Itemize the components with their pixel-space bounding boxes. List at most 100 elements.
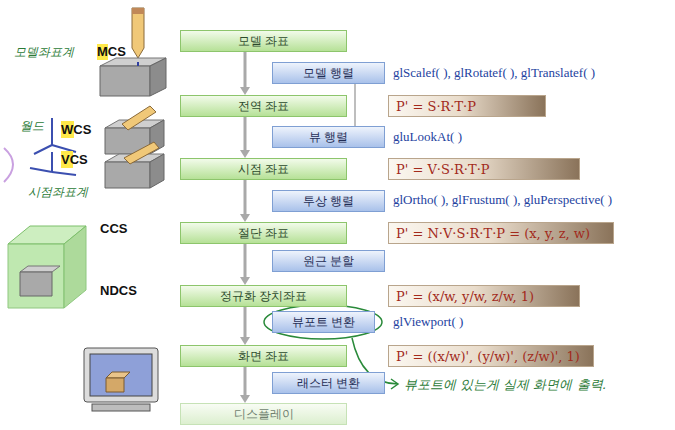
monitor-base <box>92 404 150 411</box>
connector-line <box>244 367 247 396</box>
coord-box: 화면 좌표 <box>180 345 347 367</box>
view-icon <box>4 142 164 188</box>
matrix-box: 뷰포트 변환 <box>272 311 375 333</box>
pencil <box>132 8 144 58</box>
monitor-icon <box>84 348 158 411</box>
formula-bar: P' = ((x/w)', (y/w)', (z/w)', 1) <box>388 345 594 367</box>
matrix-box: 뷰 행렬 <box>272 126 385 148</box>
box-text: P' = S·R·T·P <box>396 99 476 114</box>
function-name: glViewport( ) <box>393 314 463 330</box>
axis <box>52 172 76 175</box>
system-note: 월드 <box>20 118 44 135</box>
monitor-screen <box>90 354 152 396</box>
axis <box>137 62 139 66</box>
clip-cube <box>8 226 86 308</box>
matrix-box: 래스터 변환 <box>272 372 385 394</box>
formula-bar: P' = (x/w, y/w, z/w, 1) <box>388 285 580 307</box>
cube-side <box>64 226 86 308</box>
axis <box>51 152 53 172</box>
box-text: 화면 좌표 <box>238 348 290 365</box>
flow-arrow <box>240 180 250 222</box>
axis <box>30 168 52 172</box>
flow-arrow <box>240 117 250 158</box>
box-text: 래스터 변환 <box>297 375 361 392</box>
function-name: glOrtho( ), glFrustum( ), gluPerspective… <box>393 192 612 208</box>
connector-line <box>244 244 247 278</box>
pencil <box>122 106 156 130</box>
hand-arrowhead <box>391 379 398 389</box>
box-text: P' = (x/w, y/w, z/w, 1) <box>396 289 534 304</box>
box-text: 모델 행렬 <box>303 65 355 82</box>
cube-front <box>8 244 64 308</box>
box-text: 절단 좌표 <box>238 225 290 242</box>
box-top <box>20 266 60 272</box>
box-text: 뷰포트 변환 <box>292 314 356 331</box>
box-text: P' = N·V·S·R·T·P = (x, y, z, w) <box>396 226 590 241</box>
box-text: P' = ((x/w)', (y/w)', (z/w)', 1) <box>396 349 580 364</box>
formula-bar: P' = S·R·T·P <box>388 95 546 117</box>
axis <box>34 145 52 154</box>
flow-arrow <box>240 52 250 95</box>
box-text: P' = V·S·R·T·P <box>396 162 490 177</box>
coord-box: 절단 좌표 <box>180 222 347 244</box>
box-text: 전역 좌표 <box>238 98 290 115</box>
flow-arrow <box>240 307 250 345</box>
box-text: 뷰 행렬 <box>309 129 349 146</box>
axis <box>51 118 53 145</box>
coord-box: 시점 좌표 <box>180 158 347 180</box>
flow-arrow <box>240 367 250 403</box>
box-text: 정규화 장치좌표 <box>220 288 308 305</box>
function-name: gluLookAt( ) <box>393 129 462 145</box>
system-note: 모델좌표계 <box>14 44 74 61</box>
arrowhead <box>240 87 250 95</box>
system-name: CCS <box>100 221 127 236</box>
connector-line <box>244 52 247 88</box>
link-line <box>355 84 356 126</box>
matrix-box: 원근 분할 <box>272 250 385 272</box>
connector-line <box>244 180 247 215</box>
system-name: NDCS <box>100 283 137 298</box>
coord-box: 전역 좌표 <box>180 95 347 117</box>
matrix-box: 모델 행렬 <box>272 62 385 84</box>
hand-circle <box>264 305 382 339</box>
system-name: MCS <box>97 44 126 59</box>
axis <box>52 145 76 152</box>
coord-box: 정규화 장치좌표 <box>180 285 347 307</box>
system-name: WCS <box>61 122 91 137</box>
formula-bar: P' = V·S·R·T·P <box>388 158 580 180</box>
connector-line <box>244 117 247 151</box>
screen-box <box>106 372 130 378</box>
arrowhead <box>240 395 250 403</box>
system-note: 시점좌표계 <box>28 184 88 201</box>
matrix-box: 투상 행렬 <box>272 190 385 212</box>
box-text: 투상 행렬 <box>303 193 355 210</box>
system-name: VCS <box>61 152 88 167</box>
box-front <box>20 272 52 296</box>
coord-box: 모델 좌표 <box>180 30 347 52</box>
box-side <box>150 58 166 96</box>
connector-line <box>244 307 247 338</box>
monitor-frame <box>84 348 158 402</box>
screen-box <box>106 378 124 392</box>
box-text: 모델 좌표 <box>238 33 290 50</box>
box-text: 시점 좌표 <box>238 161 290 178</box>
pencil <box>124 142 159 164</box>
arrowhead <box>240 337 250 345</box>
connector-line <box>354 84 356 126</box>
handwritten-note: 뷰포트에 있는게 실제 화면에 출력. <box>404 376 607 394</box>
function-name: glScalef( ), glRotatef( ), glTranslatef(… <box>393 65 595 81</box>
formula-bar: P' = N·V·S·R·T·P = (x, y, z, w) <box>388 222 614 244</box>
flow-arrow <box>240 244 250 285</box>
arrowhead <box>240 150 250 158</box>
box-side <box>150 154 164 188</box>
face <box>4 148 13 182</box>
pencil-end <box>132 8 144 14</box>
display-box: 디스플레이 <box>180 403 347 425</box>
model-icon <box>97 8 166 96</box>
box-front <box>100 66 150 96</box>
arrowhead <box>240 277 250 285</box>
arrowhead <box>240 214 250 222</box>
box-text: 원근 분할 <box>303 253 355 270</box>
box-text: 디스플레이 <box>234 406 294 423</box>
